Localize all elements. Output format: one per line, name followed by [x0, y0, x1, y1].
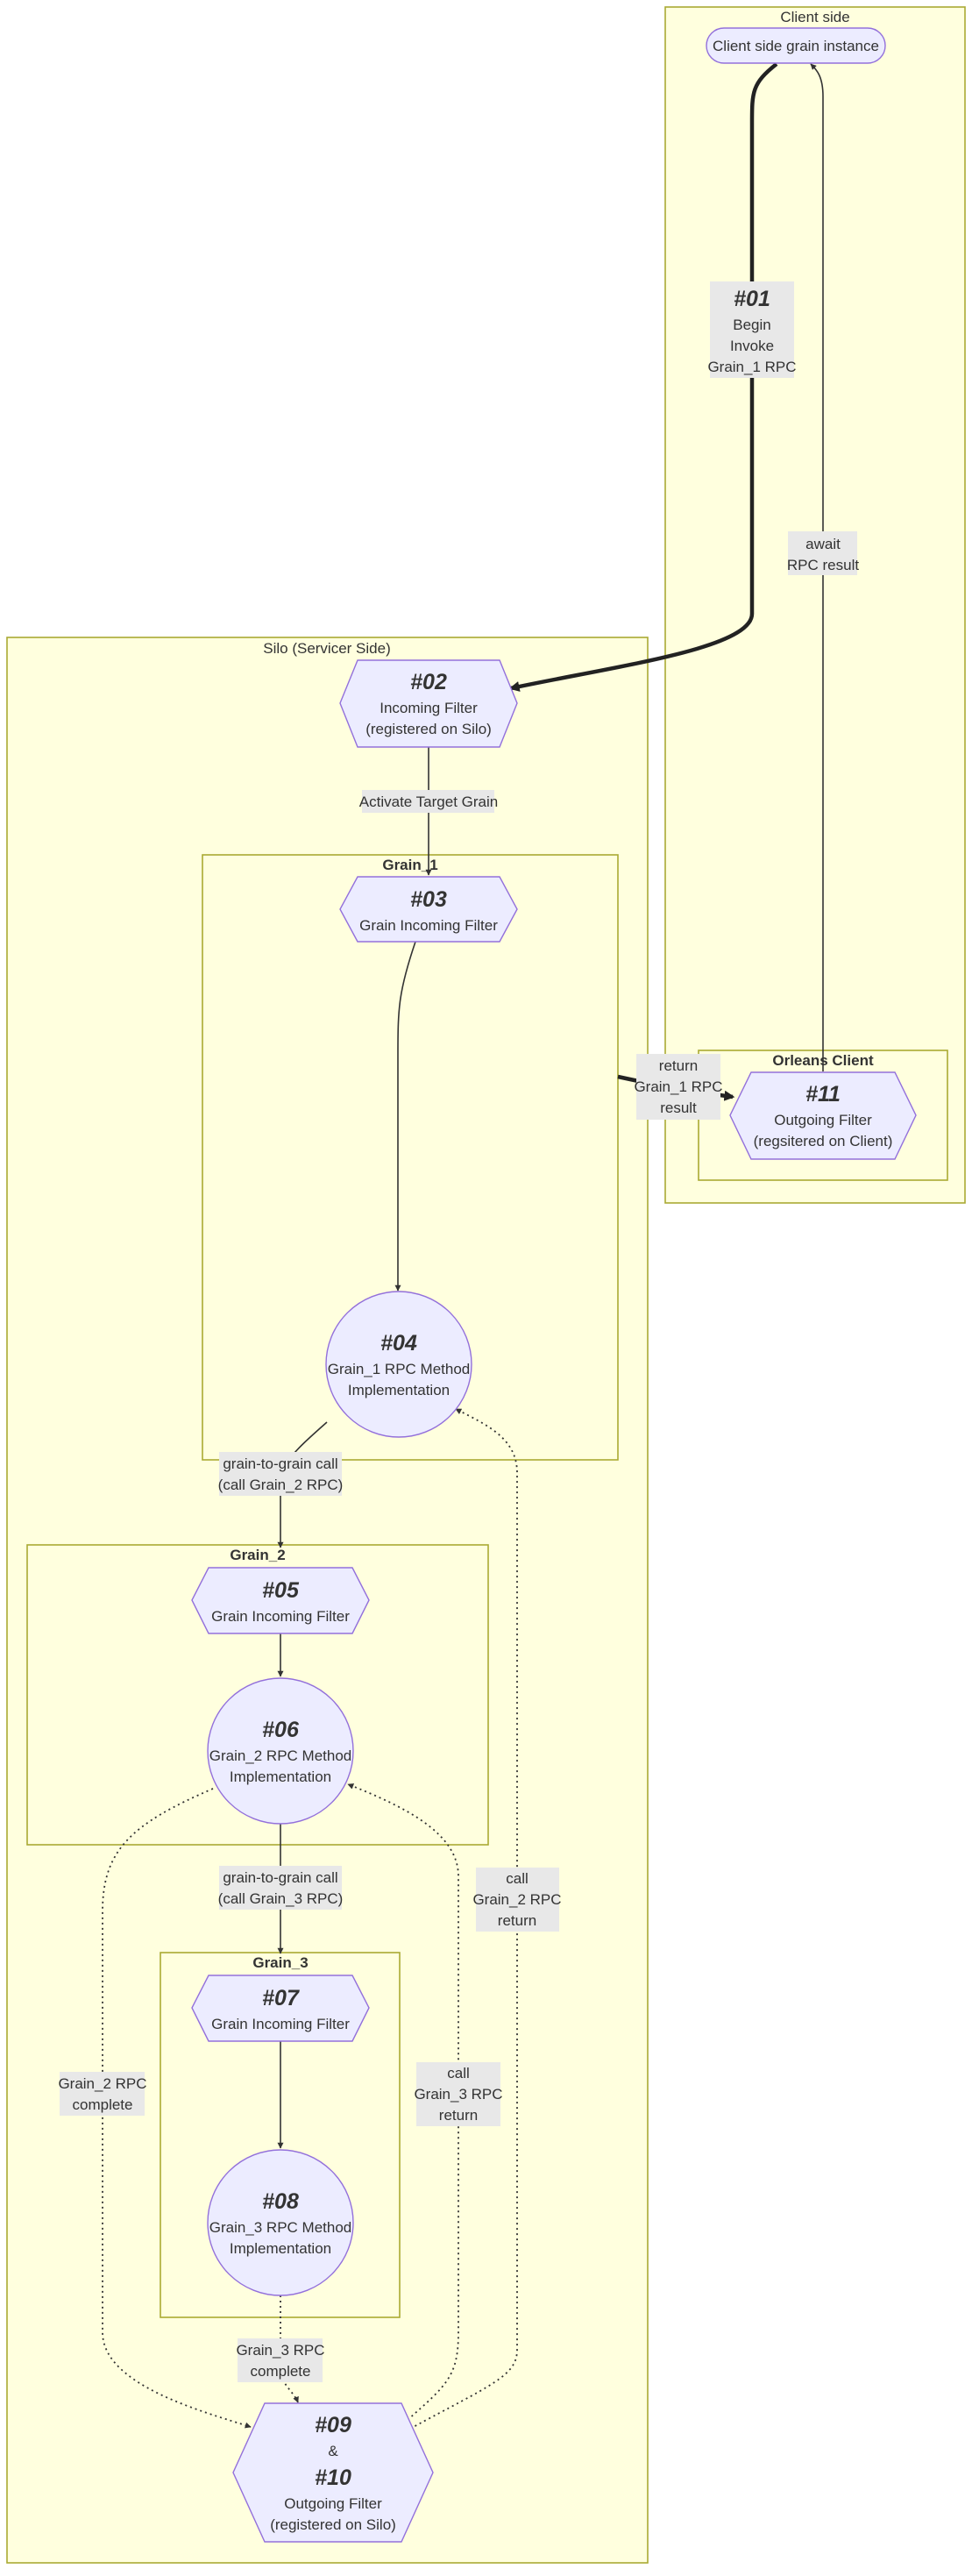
edge-await-rpc-result — [810, 63, 824, 1071]
node-04-grain1-rpc-method[interactable]: #04 Grain_1 RPC Method Implementation — [325, 1291, 472, 1438]
edge-label-g2c-line2: complete — [73, 2096, 133, 2113]
edge-label-01-line3: Grain_1 RPC — [707, 359, 796, 375]
cluster-grain-2-title: Grain_2 — [230, 1547, 285, 1563]
edge-label-await: await RPC result — [787, 531, 859, 575]
node-03-grain-incoming-filter[interactable]: #03 Grain Incoming Filter — [339, 876, 518, 943]
edge-label-call-grain3-return: call Grain_3 RPC return — [414, 2062, 503, 2126]
node-client-grain-instance[interactable]: Client side grain instance — [706, 27, 886, 64]
node-02-line2: (registered on Silo) — [365, 721, 492, 737]
node-03-num: #03 — [410, 887, 447, 912]
node-08-grain3-rpc-method[interactable]: #08 Grain_3 RPC Method Implementation — [207, 2149, 354, 2296]
edge-label-activate-text: Activate Target Grain — [359, 793, 498, 810]
node-05-grain-incoming-filter[interactable]: #05 Grain Incoming Filter — [191, 1567, 370, 1634]
cluster-silo-title: Silo (Servicer Side) — [263, 640, 391, 657]
node-client-grain-label: Client side grain instance — [713, 38, 879, 54]
cluster-grain-1-title: Grain_1 — [382, 857, 437, 873]
node-09-num: #09 — [315, 2413, 351, 2437]
edge-label-g2g3-line1: grain-to-grain call — [223, 1869, 337, 1886]
cluster-client-side-title: Client side — [780, 9, 849, 25]
edge-label-cg3-line2: Grain_3 RPC — [414, 2086, 502, 2103]
node-04-line1: Grain_1 RPC Method — [328, 1361, 471, 1377]
edge-begin-invoke — [508, 62, 778, 692]
edge-label-call-grain2-return: call Grain_2 RPC return — [472, 1868, 562, 1932]
node-02-num: #02 — [410, 670, 447, 694]
node-11-outgoing-filter-client[interactable]: #11 Outgoing Filter (regsitered on Clien… — [729, 1071, 917, 1160]
node-04-num: #04 — [380, 1331, 417, 1356]
node-08-num: #08 — [262, 2189, 299, 2214]
node-02-incoming-filter[interactable]: #02 Incoming Filter (registered on Silo) — [339, 659, 518, 748]
edge-label-grain2-complete: Grain_2 RPC complete — [58, 2072, 147, 2116]
edge-label-g3c-line1: Grain_3 RPC — [236, 2342, 324, 2359]
node-06-line1: Grain_2 RPC Method — [209, 1747, 352, 1764]
edge-label-grain3-complete: Grain_3 RPC complete — [236, 2338, 325, 2382]
node-08-line2: Implementation — [230, 2240, 331, 2257]
edge-label-await-line1: await — [805, 536, 841, 552]
node-05-line1: Grain Incoming Filter — [211, 1608, 350, 1625]
edge-label-01-line1: Begin — [733, 317, 770, 333]
node-05-num: #05 — [262, 1578, 300, 1603]
node-06-num: #06 — [262, 1718, 300, 1742]
node-06-grain2-rpc-method[interactable]: #06 Grain_2 RPC Method Implementation — [207, 1677, 354, 1825]
edge-label-01-line2: Invoke — [730, 338, 774, 354]
edge-03-to-04 — [394, 941, 416, 1292]
edge-label-cg2-line3: return — [498, 1912, 536, 1929]
edge-label-activate: Activate Target Grain — [359, 790, 498, 813]
node-09-10-amp: & — [328, 2443, 338, 2459]
node-09-10-line2: (registered on Silo) — [270, 2516, 396, 2533]
edge-label-g2g3-line2: (call Grain_3 RPC) — [218, 1890, 344, 1907]
node-02-line1: Incoming Filter — [380, 700, 478, 716]
edge-label-return-grain1: return Grain_1 RPC result — [634, 1054, 723, 1120]
edge-label-g3c-line2: complete — [251, 2363, 311, 2380]
node-07-num: #07 — [262, 1986, 300, 2010]
node-06-line2: Implementation — [230, 1768, 331, 1785]
edge-label-cg2-line2: Grain_2 RPC — [472, 1891, 561, 1908]
edge-label-g2g2-line1: grain-to-grain call — [223, 1455, 337, 1472]
edge-label-return-line2: Grain_1 RPC — [634, 1078, 722, 1095]
node-09-10-line1: Outgoing Filter — [284, 2495, 382, 2512]
node-11-line2: (regsitered on Client) — [754, 1133, 893, 1149]
node-08-line1: Grain_3 RPC Method — [209, 2219, 352, 2236]
node-09-10-outgoing-filter[interactable]: #09 & #10 Outgoing Filter (registered on… — [232, 2402, 434, 2543]
edge-label-g2g-call-3: grain-to-grain call (call Grain_3 RPC) — [218, 1866, 344, 1910]
node-04-line2: Implementation — [348, 1382, 450, 1398]
node-07-grain-incoming-filter[interactable]: #07 Grain Incoming Filter — [191, 1975, 370, 2042]
node-07-line1: Grain Incoming Filter — [211, 2016, 350, 2032]
cluster-client-side: Client side — [664, 6, 966, 1204]
edge-label-return-line1: return — [659, 1057, 698, 1074]
node-10-num: #10 — [315, 2466, 351, 2490]
edge-label-g2g-call-2: grain-to-grain call (call Grain_2 RPC) — [218, 1452, 344, 1496]
edge-label-cg3-line1: call — [447, 2065, 470, 2081]
node-03-line1: Grain Incoming Filter — [359, 917, 498, 934]
node-11-num: #11 — [805, 1082, 841, 1107]
edge-call-grain3-return — [347, 1783, 459, 2421]
edge-label-return-line3: result — [660, 1099, 697, 1116]
edge-label-await-line2: RPC result — [787, 557, 859, 573]
edge-call-grain2-return — [409, 1408, 518, 2430]
edge-label-01: #01 Begin Invoke Grain_1 RPC — [707, 281, 797, 378]
edge-label-cg3-line3: return — [439, 2107, 478, 2124]
edge-label-cg2-line1: call — [506, 1870, 529, 1887]
node-11-line1: Outgoing Filter — [774, 1112, 872, 1128]
edge-label-g2c-line1: Grain_2 RPC — [58, 2075, 146, 2092]
edge-label-g2g2-line2: (call Grain_2 RPC) — [218, 1477, 344, 1493]
edge-label-01-num: #01 — [734, 287, 770, 311]
cluster-grain-3-title: Grain_3 — [252, 1954, 308, 1971]
